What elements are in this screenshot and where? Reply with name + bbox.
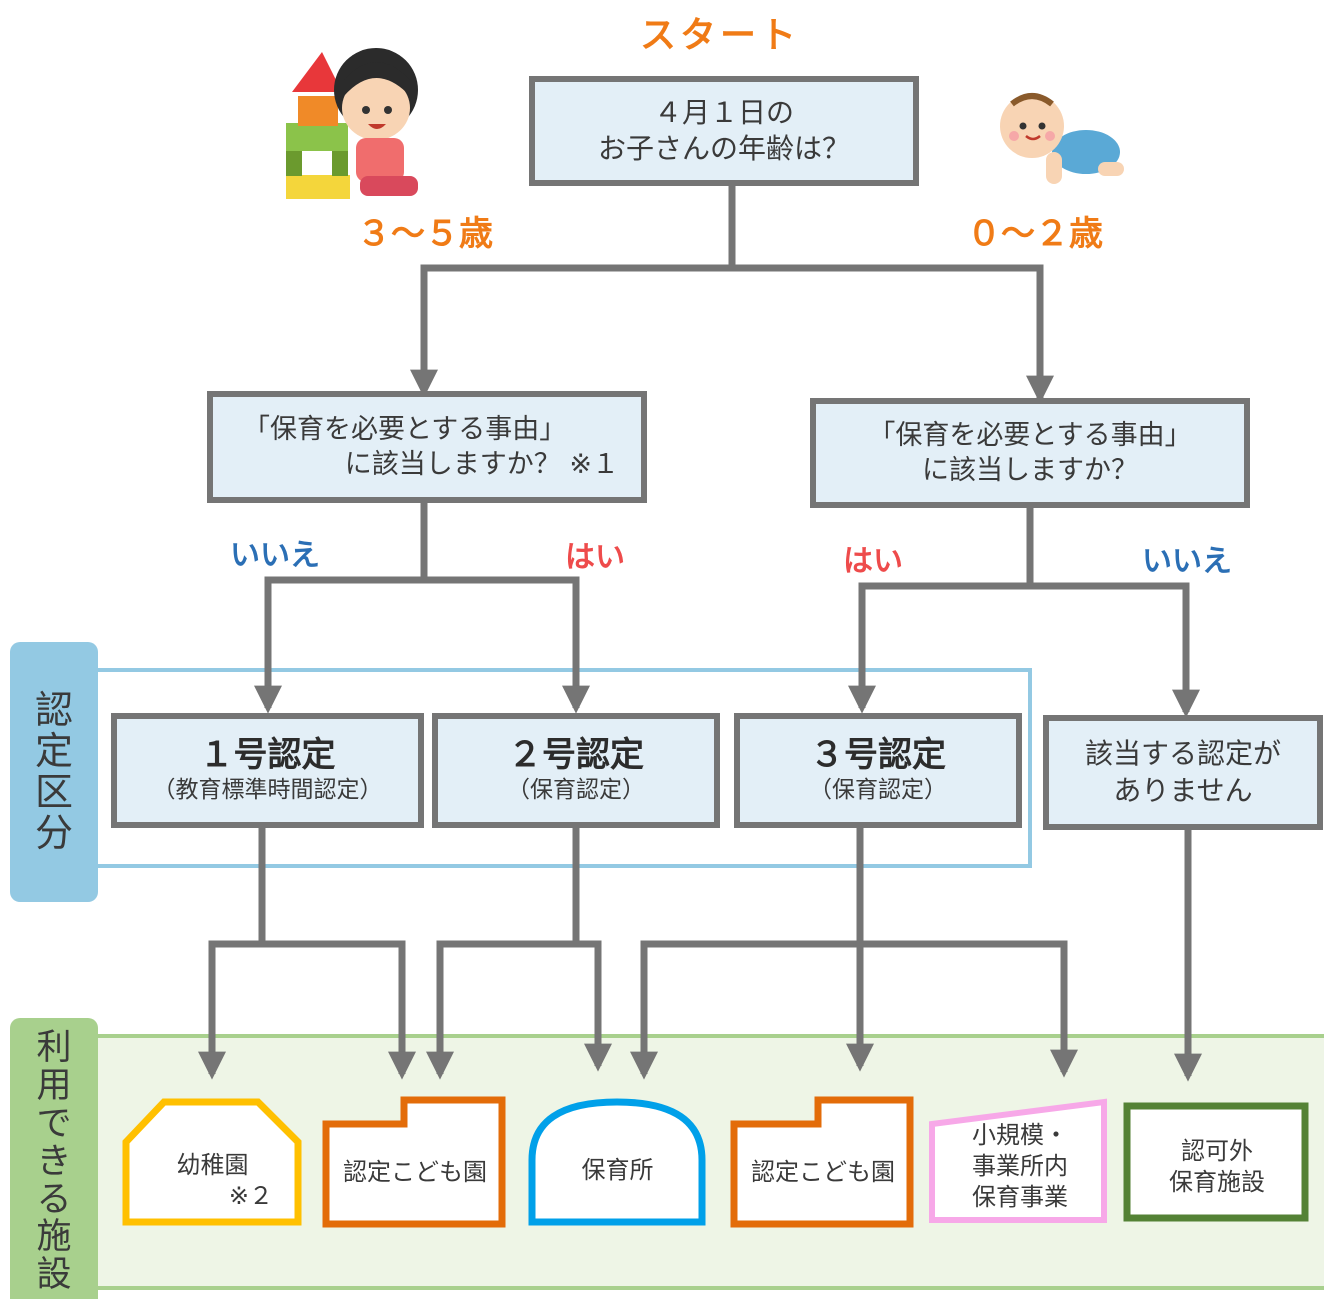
small-scale-line-3: 保育事業 — [972, 1183, 1068, 1212]
right-question-line-1: 「保育を必要とする事由」 — [868, 419, 1192, 451]
category-tab: 認 定 区 分 — [10, 642, 98, 902]
kindergarten-note: ※２ — [228, 1182, 273, 1211]
connector-cert2-nursery — [576, 940, 612, 1072]
left-question-box: 「保育を必要とする事由」 に該当しますか？ ※１ — [207, 391, 647, 503]
cert-1-box: １号認定 （教育標準時間認定） — [111, 713, 424, 828]
right-question-line-2: に該当しますか？ — [922, 455, 1138, 486]
connector-cert3-nursery — [630, 940, 860, 1080]
facility-char-7: 設 — [36, 1255, 72, 1296]
cert-3-box: ３号認定 （保育認定） — [734, 713, 1022, 828]
left-question-line-1: 「保育を必要とする事由」 — [243, 413, 567, 445]
cert-1-title: １号認定 — [199, 735, 336, 776]
facility-char-1: 利 — [36, 1028, 72, 1069]
connector-to-cert3 — [848, 582, 1030, 714]
connector-to-cert2 — [424, 576, 590, 714]
crawling-baby-illustration — [1000, 93, 1124, 184]
category-char-3: 区 — [34, 770, 73, 814]
connector-cert2-kodomoen — [426, 940, 576, 1080]
age-question-box: ４月１日の お子さんの年齢は？ — [529, 76, 919, 186]
unlicensed-label: 認可外 保育施設 — [1132, 1136, 1302, 1198]
kindergarten-label: 幼稚園 ※２ — [130, 1150, 295, 1212]
kodomoen-2-label: 認定こども園 — [751, 1158, 895, 1186]
kodomoen-1-label: 認定こども園 — [343, 1158, 487, 1186]
connector-to-cert1 — [254, 576, 424, 714]
start-label: スタート — [639, 15, 800, 56]
facility-tab: 利 用 で き る 施 設 — [10, 1018, 98, 1299]
small-scale-line-2: 事業所内 — [972, 1152, 1068, 1181]
cert-3-title: ３号認定 — [810, 735, 946, 776]
cert-2-subtitle: （保育認定） — [507, 776, 645, 803]
cert-2-title: ２号認定 — [508, 735, 644, 776]
connector-to-right-question — [732, 264, 1054, 404]
connector-cert1-kodomoen — [262, 940, 416, 1080]
connector-cert3-small-scale — [860, 940, 1078, 1078]
connector-to-left-question — [410, 264, 732, 398]
category-char-1: 認 — [34, 687, 73, 732]
no-cert-line-2: ありません — [1113, 773, 1253, 807]
age-0-2-label: ０～２歳 — [967, 214, 1103, 254]
child-with-blocks-illustration — [286, 48, 418, 199]
unlicensed-line-2: 保育施設 — [1169, 1168, 1265, 1197]
no-cert-line-1: 該当する認定が — [1084, 737, 1281, 771]
facility-char-3: で — [36, 1104, 72, 1145]
unlicensed-shape — [1123, 1102, 1309, 1222]
connector-cert1-kindergarten — [198, 940, 262, 1080]
category-char-2: 定 — [34, 728, 73, 773]
cert-3-subtitle: （保育認定） — [809, 776, 947, 803]
facility-char-4: き — [36, 1141, 72, 1182]
small-scale-label: 小規模・ 事業所内 保育事業 — [938, 1120, 1102, 1214]
connector-to-no-cert — [1030, 582, 1200, 718]
answer-yes-left: はい — [565, 540, 625, 575]
answer-no-right: いいえ — [1142, 544, 1232, 579]
facility-char-2: 用 — [36, 1066, 72, 1107]
age-question-line-1: ４月１日の — [653, 95, 794, 129]
answer-yes-right: はい — [843, 544, 903, 579]
kodomoen-2-shape — [730, 1096, 914, 1228]
nursery-label: 保育所 — [581, 1156, 654, 1184]
small-scale-shape — [929, 1098, 1107, 1223]
kindergarten-name: 幼稚園 — [176, 1151, 249, 1179]
kindergarten-shape — [122, 1098, 302, 1226]
facility-char-5: る — [36, 1179, 72, 1220]
answer-no-left: いいえ — [230, 538, 320, 573]
cert-2-box: ２号認定 （保育認定） — [432, 713, 720, 828]
category-char-4: 分 — [34, 811, 73, 856]
kodomoen-1-shape — [322, 1096, 506, 1228]
cert-1-subtitle: （教育標準時間認定） — [152, 776, 383, 803]
left-question-line-2: に該当しますか？ ※１ — [344, 449, 619, 480]
age-3-5-label: ３～５歳 — [357, 214, 493, 254]
facility-char-6: 施 — [36, 1217, 72, 1258]
small-scale-line-1: 小規模・ — [972, 1121, 1068, 1149]
unlicensed-line-1: 認可外 — [1181, 1137, 1253, 1165]
no-cert-box: 該当する認定が ありません — [1043, 715, 1323, 830]
nursery-shape — [528, 1098, 706, 1226]
age-question-line-2: お子さんの年齢は？ — [597, 132, 850, 165]
right-question-box: 「保育を必要とする事由」 に該当しますか？ — [810, 398, 1250, 508]
